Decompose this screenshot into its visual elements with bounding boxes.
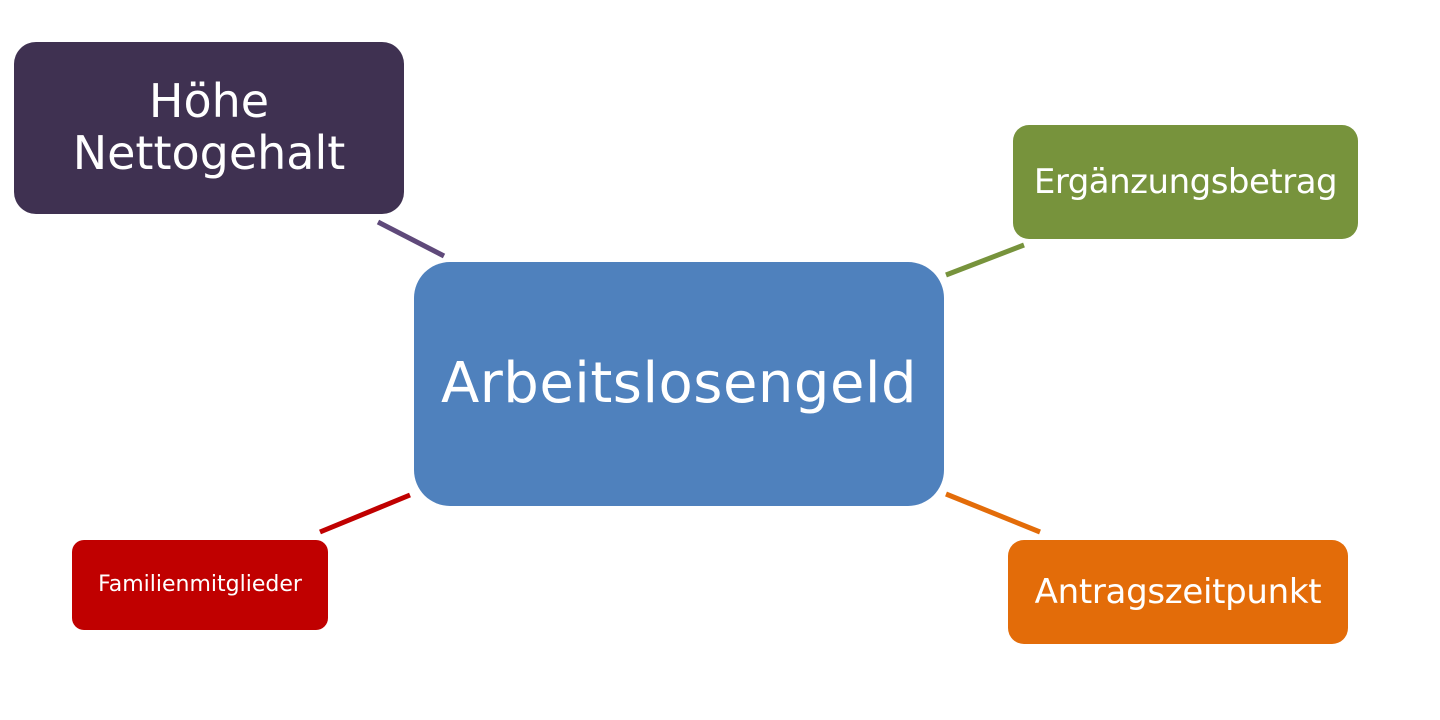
node-arbeitslosengeld-label: Arbeitslosengeld bbox=[440, 350, 918, 416]
node-arbeitslosengeld-center: Arbeitslosengeld bbox=[414, 262, 944, 506]
node-ergaenzungsbetrag-label: Ergänzungsbetrag bbox=[1033, 161, 1338, 202]
node-familienmitglieder: Familienmitglieder bbox=[72, 540, 328, 630]
connector-top-left bbox=[376, 219, 446, 259]
node-hoehe-nettogehalt-label: Höhe Nettogehalt bbox=[72, 74, 346, 180]
connector-bottom-left bbox=[319, 492, 411, 535]
node-familienmitglieder-label: Familienmitglieder bbox=[98, 571, 302, 597]
connector-bottom-right bbox=[945, 491, 1041, 535]
node-ergaenzungsbetrag: Ergänzungsbetrag bbox=[1013, 125, 1358, 239]
node-antragszeitpunkt: Antragszeitpunkt bbox=[1008, 540, 1348, 644]
connector-top-right bbox=[945, 242, 1025, 278]
node-antragszeitpunkt-label: Antragszeitpunkt bbox=[1034, 571, 1322, 612]
node-hoehe-nettogehalt: Höhe Nettogehalt bbox=[14, 42, 404, 214]
